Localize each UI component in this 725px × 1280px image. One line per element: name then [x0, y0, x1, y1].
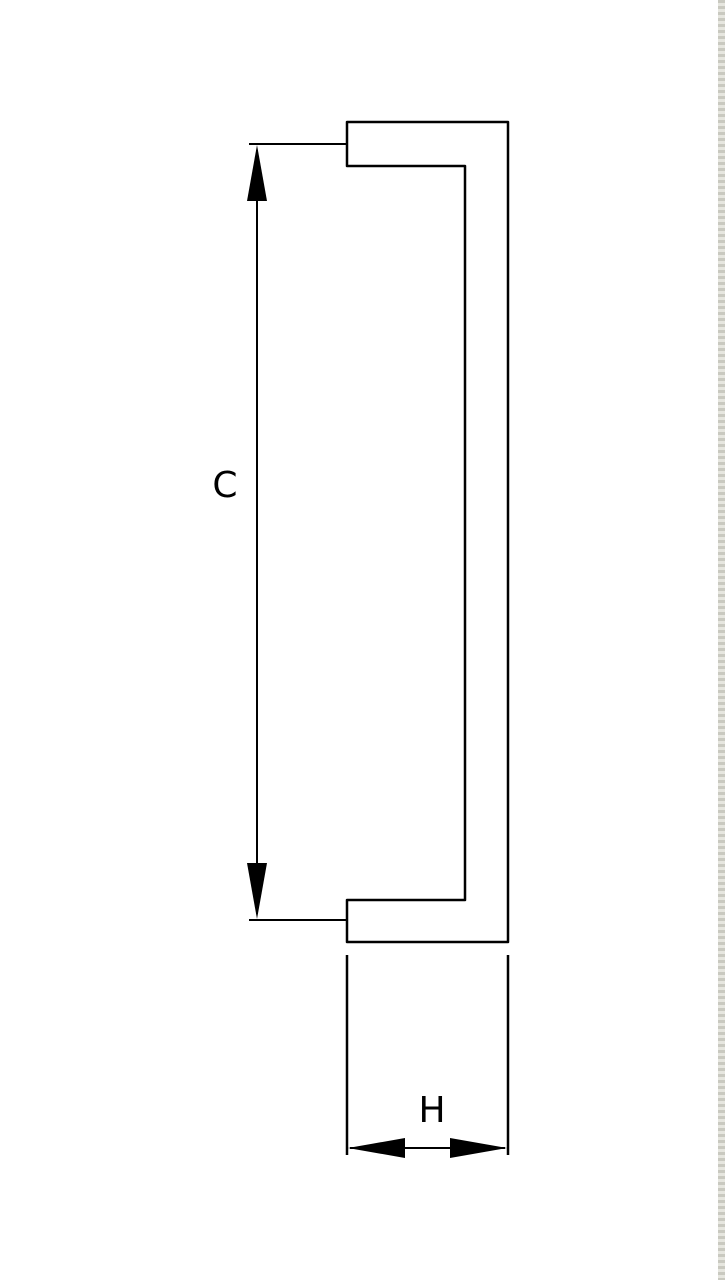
dimension-label-h: H [418, 1090, 445, 1131]
handle-outline [345, 120, 510, 944]
page-edge-border [718, 0, 725, 1280]
arrowhead-h-left [348, 1138, 405, 1158]
arrowhead-c-top [247, 145, 267, 201]
arrowhead-c-bottom [247, 863, 267, 919]
arrowhead-h-right [450, 1138, 507, 1158]
dimension-label-c: C [212, 465, 237, 506]
